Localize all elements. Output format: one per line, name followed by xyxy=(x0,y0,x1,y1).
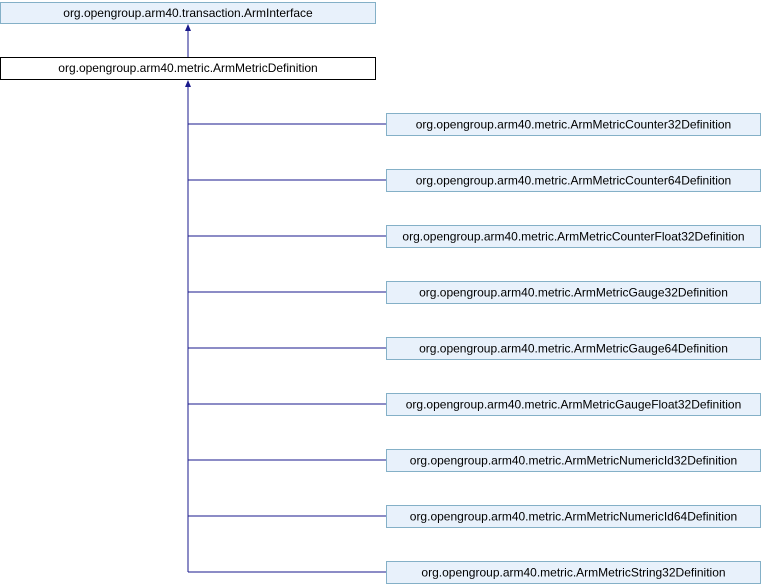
subclass-node[interactable]: org.opengroup.arm40.metric.ArmMetricGaug… xyxy=(386,281,761,304)
subclass-node[interactable]: org.opengroup.arm40.metric.ArmMetricNume… xyxy=(386,505,761,528)
arrowhead-icon xyxy=(185,80,191,87)
subclass-label[interactable]: org.opengroup.arm40.metric.ArmMetricStri… xyxy=(421,566,725,580)
subclass-label[interactable]: org.opengroup.arm40.metric.ArmMetricCoun… xyxy=(416,118,731,132)
subclass-node[interactable]: org.opengroup.arm40.metric.ArmMetricCoun… xyxy=(386,225,761,248)
subclass-box[interactable] xyxy=(386,449,761,472)
parent-class-label[interactable]: org.opengroup.arm40.transaction.ArmInter… xyxy=(63,6,313,20)
parent-class-node[interactable]: org.opengroup.arm40.transaction.ArmInter… xyxy=(0,2,376,24)
arrowhead-icon xyxy=(185,24,191,31)
parent-class-box[interactable] xyxy=(0,2,376,24)
current-class-node: org.opengroup.arm40.metric.ArmMetricDefi… xyxy=(0,57,376,80)
subclass-label[interactable]: org.opengroup.arm40.metric.ArmMetricGaug… xyxy=(419,286,728,300)
current-class-label: org.opengroup.arm40.metric.ArmMetricDefi… xyxy=(58,61,317,75)
subclass-node[interactable]: org.opengroup.arm40.metric.ArmMetricCoun… xyxy=(386,113,761,136)
subclass-box[interactable] xyxy=(386,169,761,192)
subclass-box[interactable] xyxy=(386,393,761,416)
subclass-node[interactable]: org.opengroup.arm40.metric.ArmMetricNume… xyxy=(386,449,761,472)
inheritance-edges xyxy=(185,24,386,573)
subclass-node[interactable]: org.opengroup.arm40.metric.ArmMetricStri… xyxy=(386,561,761,584)
subclass-box[interactable] xyxy=(386,113,761,136)
subclass-node[interactable]: org.opengroup.arm40.metric.ArmMetricGaug… xyxy=(386,393,761,416)
subclass-label[interactable]: org.opengroup.arm40.metric.ArmMetricNume… xyxy=(410,510,737,524)
current-class-box xyxy=(0,57,376,80)
subclass-node[interactable]: org.opengroup.arm40.metric.ArmMetricGaug… xyxy=(386,337,761,360)
subclass-label[interactable]: org.opengroup.arm40.metric.ArmMetricCoun… xyxy=(402,230,744,244)
subclass-label[interactable]: org.opengroup.arm40.metric.ArmMetricGaug… xyxy=(419,342,728,356)
subclass-label[interactable]: org.opengroup.arm40.metric.ArmMetricGaug… xyxy=(406,398,742,412)
subclass-node[interactable]: org.opengroup.arm40.metric.ArmMetricCoun… xyxy=(386,169,761,192)
subclass-box[interactable] xyxy=(386,281,761,304)
subclass-box[interactable] xyxy=(386,505,761,528)
subclass-label[interactable]: org.opengroup.arm40.metric.ArmMetricCoun… xyxy=(416,174,731,188)
subclass-list: org.opengroup.arm40.metric.ArmMetricCoun… xyxy=(386,113,761,584)
subclass-box[interactable] xyxy=(386,225,761,248)
subclass-label[interactable]: org.opengroup.arm40.metric.ArmMetricNume… xyxy=(410,454,737,468)
subclass-box[interactable] xyxy=(386,337,761,360)
